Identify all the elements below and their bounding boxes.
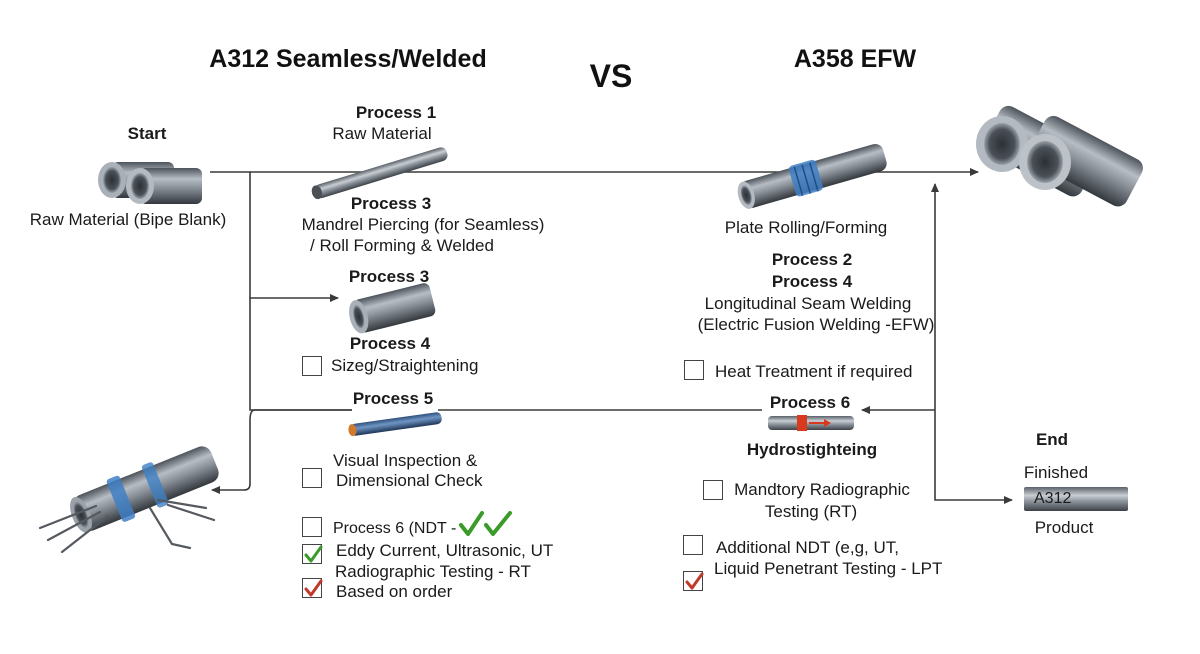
process4-right-heading: Process 4 bbox=[771, 272, 853, 291]
ndt-checkbox[interactable] bbox=[302, 517, 322, 537]
connector-to-end bbox=[934, 410, 1013, 504]
lpt-checkbox[interactable] bbox=[683, 571, 704, 591]
double-green-check-icon bbox=[459, 511, 512, 536]
process3a-line1: Mandrel Piercing (for Seamless) bbox=[301, 215, 545, 234]
red-check-icon bbox=[304, 579, 323, 597]
bottom-left-pipe-image bbox=[38, 446, 219, 554]
green-check-icon bbox=[304, 545, 323, 563]
heat-treatment-checkbox[interactable] bbox=[684, 360, 704, 380]
ndt-label: Process 6 (NDT - bbox=[333, 520, 457, 537]
red-check-icon bbox=[685, 572, 704, 590]
finished-pipes-image bbox=[976, 105, 1143, 207]
hydrostatic-label: Hydrostighteing bbox=[746, 440, 878, 459]
start-label: Raw Material (Bipe Blank) bbox=[29, 210, 227, 229]
connector-back-to-pipe bbox=[211, 409, 352, 494]
ndt-line3: Radiographic Testing - RT bbox=[335, 562, 531, 581]
visual-line2: Dimensional Check bbox=[336, 471, 483, 490]
seam-welding-line1: Longitudinal Seam Welding bbox=[704, 294, 912, 313]
process5-heading: Process 5 bbox=[352, 389, 434, 408]
process6-heading: Process 6 bbox=[769, 393, 851, 412]
process5-pipe-image bbox=[348, 412, 442, 437]
visual-line1: Visual Inspection & bbox=[333, 451, 478, 470]
plate-rolling-pipe-image bbox=[737, 143, 887, 209]
process3a-line2: / Roll Forming & Welded bbox=[310, 236, 494, 255]
connector-left-loop bbox=[249, 298, 352, 411]
right-title: A358 EFW bbox=[793, 45, 917, 73]
process1-label: Raw Material bbox=[332, 124, 432, 143]
rt-line1: Mandtory Radiographic bbox=[734, 480, 910, 499]
heat-treatment-label: Heat Treatment if required bbox=[715, 362, 913, 381]
end-heading: End bbox=[1035, 430, 1069, 449]
process1-heading: Process 1 bbox=[355, 103, 437, 122]
vs-label: VS bbox=[589, 58, 633, 94]
radiographic-checkbox[interactable] bbox=[703, 480, 723, 500]
eddy-current-checkbox[interactable] bbox=[302, 544, 323, 564]
additional-ndt-checkbox[interactable] bbox=[683, 535, 703, 555]
process3-pipe-image bbox=[349, 283, 436, 334]
additional-line1: Additional NDT (e,g, UT, bbox=[716, 538, 899, 557]
connector-start-to-top bbox=[210, 171, 339, 302]
process6-pipe-image bbox=[768, 415, 854, 431]
end-bar-label: A312 bbox=[1034, 490, 1072, 507]
plate-rolling-label: Plate Rolling/Forming bbox=[724, 218, 888, 237]
ndt-line2: Eddy Current, Ultrasonic, UT bbox=[336, 541, 554, 560]
ndt-line4: Based on order bbox=[336, 582, 453, 601]
seam-welding-line2: (Electric Fusion Welding -EFW) bbox=[697, 315, 935, 334]
start-pipes-image bbox=[98, 162, 202, 204]
start-heading: Start bbox=[127, 124, 167, 143]
process2-heading: Process 2 bbox=[771, 250, 853, 269]
based-on-order-checkbox[interactable] bbox=[302, 578, 323, 598]
visual-checkbox[interactable] bbox=[302, 468, 322, 488]
process4-label: Sizeg/Straightening bbox=[331, 356, 479, 375]
additional-line2: Liquid Penetrant Testing - LPT bbox=[714, 559, 943, 578]
end-label-top: Finished bbox=[1023, 463, 1089, 482]
process4-heading: Process 4 bbox=[349, 334, 431, 353]
end-label-bottom: Product bbox=[1034, 518, 1094, 537]
rt-line2: Testing (RT) bbox=[764, 502, 858, 521]
end-bar-image bbox=[1024, 487, 1128, 511]
left-title: A312 Seamless/Welded bbox=[209, 45, 487, 73]
sizing-checkbox[interactable] bbox=[302, 356, 322, 376]
process1-rod-image bbox=[311, 147, 448, 200]
process3b-heading: Process 3 bbox=[348, 267, 430, 286]
process3a-heading: Process 3 bbox=[350, 194, 432, 213]
